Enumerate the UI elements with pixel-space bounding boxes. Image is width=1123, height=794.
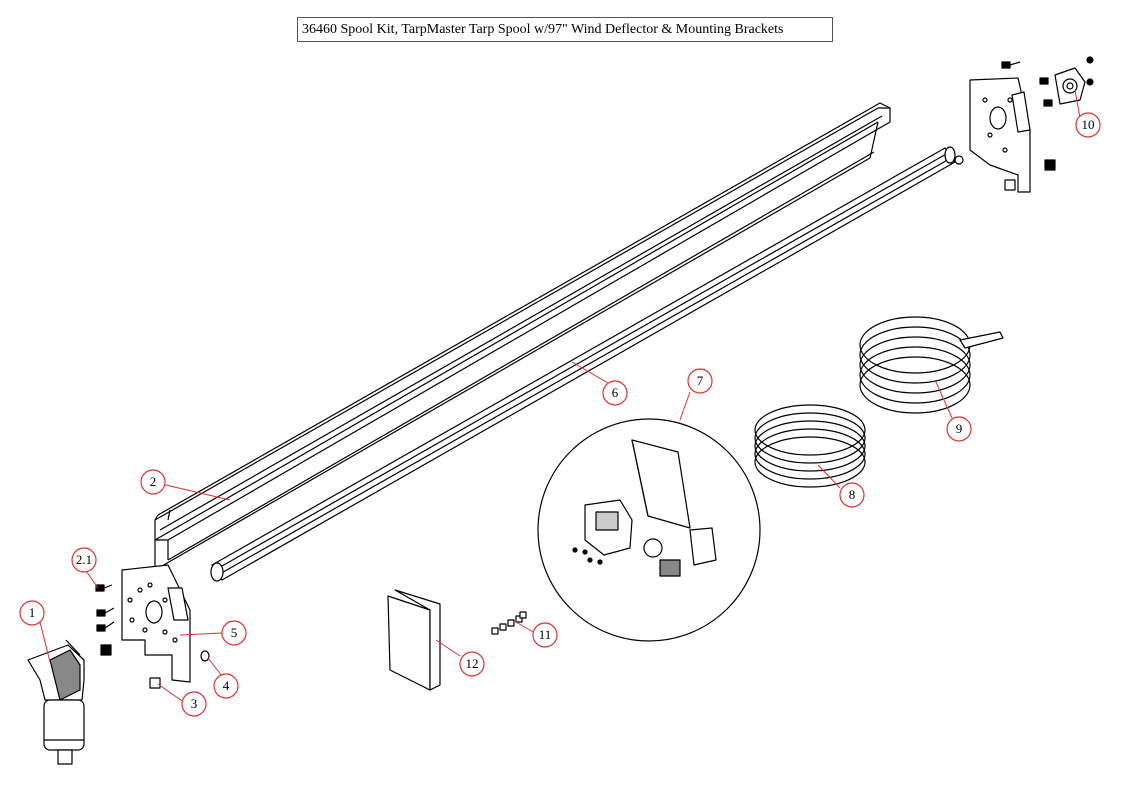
right-mounting-bracket [969,61,1056,193]
left-mounting-bracket [121,564,191,683]
callout-5: 5 [221,620,247,646]
cable-coil-small [754,404,866,488]
strap-coil-large [859,316,1004,414]
small-screws [491,611,527,635]
callout-2: 2 [140,469,166,495]
wind-deflector [154,102,891,571]
callout-6: 6 [602,380,628,406]
instruction-manual [387,589,441,691]
callout-10: 10 [1075,112,1101,138]
callout-1: 1 [19,600,45,626]
svg-text:8: 8 [849,487,856,502]
flange-bearing [1039,56,1094,107]
callout-8: 8 [839,482,865,508]
svg-text:10: 10 [1082,117,1095,132]
callout-9: 9 [946,416,972,442]
callout-12: 12 [459,651,485,677]
callout-group: 1 2 2.1 3 4 5 6 7 [19,112,1101,717]
callout-2-1: 2.1 [71,547,97,573]
diagram-title: 36460 Spool Kit, TarpMaster Tarp Spool w… [297,17,833,42]
svg-text:1: 1 [29,605,36,620]
left-bolts [95,584,210,689]
svg-text:9: 9 [956,421,963,436]
electrical-kit-group [537,418,761,642]
callout-11: 11 [532,622,558,648]
svg-text:2.1: 2.1 [76,552,92,567]
svg-text:4: 4 [223,678,230,693]
callout-4: 4 [213,673,239,699]
callout-leaders [39,89,1081,702]
svg-text:12: 12 [466,656,479,671]
callout-7: 7 [687,368,713,394]
svg-text:5: 5 [231,625,238,640]
svg-text:7: 7 [697,373,704,388]
svg-text:6: 6 [612,385,619,400]
svg-text:11: 11 [539,627,552,642]
spool-tube [210,146,964,582]
svg-text:3: 3 [191,696,198,711]
spool-motor [27,639,85,765]
callout-3: 3 [181,691,207,717]
svg-text:2: 2 [150,474,157,489]
